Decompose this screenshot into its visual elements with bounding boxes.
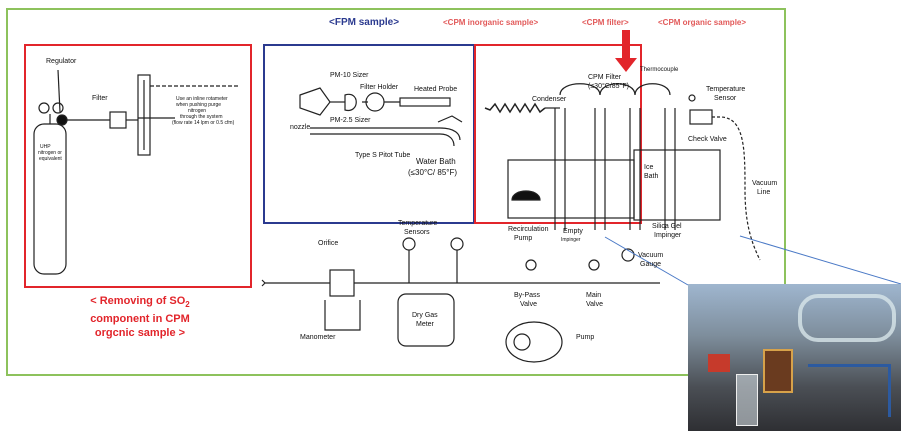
apparatus-photo: [688, 284, 901, 431]
cpm-filter-arrow: [615, 30, 637, 72]
pitot-label: Type S Pitot Tube: [355, 152, 410, 160]
regulator-body: [57, 115, 67, 125]
silica-gel-label-2: Impinger: [654, 232, 681, 240]
ice-bath-label-2: Bath: [644, 173, 658, 181]
heated-probe-label: Heated Probe: [414, 86, 457, 94]
recirc-pump-label-2: Pump: [514, 235, 532, 243]
pm25-sizer: [345, 94, 356, 110]
bypass-valve-handle: [526, 260, 536, 270]
recirc-pump: [512, 191, 540, 200]
regulator-label: Regulator: [46, 58, 76, 66]
pitot-tube: [310, 128, 460, 146]
condenser-coil: [485, 104, 545, 112]
temperature-sensor-label-1: Temperature: [706, 86, 745, 94]
ice-bath-label-1: Ice: [644, 164, 653, 172]
pump-label: Pump: [576, 334, 594, 342]
photo-blue-cable: [808, 364, 891, 417]
orifice-label: Orifice: [318, 240, 338, 248]
photo-red-part: [708, 354, 730, 372]
check-valve-body: [690, 110, 712, 124]
impinger-3: [630, 108, 640, 230]
filter-holder-label: Filter Holder: [360, 84, 398, 92]
photo-brown-fitting: [763, 349, 793, 393]
filter-label: Filter: [92, 95, 108, 103]
empty-impinger-label-2: Impinger: [561, 237, 580, 243]
main-valve-label-1: Main: [586, 292, 601, 300]
condenser-label: Condenser: [532, 96, 566, 104]
vacuum-gauge-label-1: Vacuum: [638, 252, 663, 260]
callout-line-2: [740, 236, 901, 284]
water-bath: [508, 160, 634, 218]
water-bath-temp-label: (≤30°C/ 85°F): [408, 169, 457, 177]
water-bath-label: Water Bath: [416, 158, 456, 166]
temperature-gauge-2: [451, 238, 463, 250]
bypass-valve-label-2: Valve: [520, 301, 537, 309]
pm10-label: PM-10 Sizer: [330, 72, 369, 80]
impinger-1: [555, 108, 565, 230]
heated-probe: [400, 98, 450, 106]
temperature-sensor-probe: [689, 95, 695, 101]
temperature-sensor-label-2: Sensor: [714, 95, 736, 103]
vacuum-line-label-2: Line: [757, 189, 770, 197]
pm10-sizer: [300, 88, 330, 115]
dry-gas-label-2: Meter: [416, 321, 434, 329]
temperature-gauge-1: [403, 238, 415, 250]
thermocouple-label: Thermocouple: [640, 66, 678, 74]
ice-bath: [634, 150, 720, 220]
rotameter-note-5: (flow rate 14 lpm or 0.5 cfm): [172, 120, 234, 126]
main-valve-label-2: Valve: [586, 301, 603, 309]
bypass-valve-label-1: By-Pass: [514, 292, 540, 300]
pm25-label: PM-2.5 Sizer: [330, 117, 370, 125]
cylinder-label-3: equivalent: [39, 156, 62, 162]
dry-gas-meter: [398, 294, 454, 346]
vacuum-gauge-label-2: Gauge: [640, 261, 661, 269]
manometer-label: Manometer: [300, 334, 335, 342]
filter-housing: [110, 112, 126, 128]
cpm-filter-label: CPM Filter: [588, 74, 621, 82]
recirc-pump-label-1: Recirculation: [508, 226, 548, 234]
cpm-filter-temp-label: (≤30°C/85°F): [588, 83, 629, 91]
regulator-gauge-2: [53, 103, 63, 113]
impinger-2: [595, 108, 605, 230]
filter-holder: [366, 93, 384, 111]
impinger-4: [665, 108, 675, 230]
check-valve-label: Check Valve: [688, 136, 727, 144]
dry-gas-label-1: Dry Gas: [412, 312, 438, 320]
vacuum-line-label-1: Vacuum: [752, 180, 777, 188]
temperature-sensors-label-2: Sensors: [404, 229, 430, 237]
silica-gel-label-1: Silica Gel: [652, 223, 682, 231]
manometer: [325, 300, 360, 330]
orifice: [330, 270, 354, 296]
regulator-gauge-1: [39, 103, 49, 113]
main-valve-handle: [589, 260, 599, 270]
photo-glass-impinger: [736, 374, 758, 426]
empty-impinger-label-1: Empty: [563, 228, 583, 236]
photo-coiled-tube: [798, 294, 896, 342]
temperature-sensors-label-1: Temperature: [398, 220, 437, 228]
nozzle-label: nozzle: [290, 124, 310, 132]
